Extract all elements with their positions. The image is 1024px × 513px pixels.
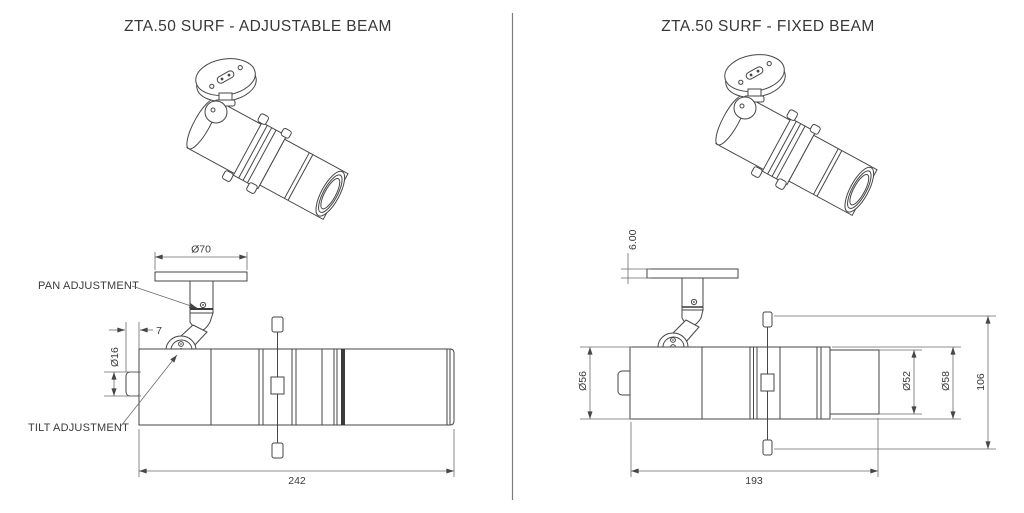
focus-knob-top (762, 311, 773, 328)
tilt-adjustment-label: TILT ADJUSTMENT (28, 422, 129, 434)
tilt-joint (165, 324, 208, 354)
dim-canopy-thickness-text: 6.00 (627, 229, 639, 250)
adjustable-beam-panel: ZTA.50 SURF - ADJUSTABLE BEAM (28, 18, 455, 487)
fixed-beam-side-view (617, 268, 880, 456)
adjustable-beam-side-view (125, 271, 455, 459)
dim-stem-offset: 7 (109, 322, 162, 372)
tilt-joint (657, 319, 700, 350)
dim-snoot-outer-diameter: Ø58 (832, 346, 961, 420)
dim-overall-height: 106 (774, 315, 996, 450)
fixed-beam-title: ZTA.50 SURF - FIXED BEAM (661, 18, 874, 35)
dim-overall-height-text: 106 (975, 373, 987, 391)
focus-knob-mid (270, 376, 285, 395)
canopy-plate (154, 271, 248, 282)
dim-snoot-inner-diameter-text: Ø52 (901, 371, 913, 391)
focus-knob-bottom (762, 439, 773, 456)
dim-side-knob-diameter: Ø16 (104, 347, 141, 397)
dim-overall-length-text: 242 (288, 475, 306, 487)
focus-knob-bottom (271, 442, 284, 459)
focus-knob-column (270, 316, 285, 459)
adjustable-beam-title: ZTA.50 SURF - ADJUSTABLE BEAM (124, 18, 392, 35)
tilt-adjustment-callout: TILT ADJUSTMENT (28, 354, 178, 434)
pan-stem (681, 277, 704, 327)
fixed-beam-isometric-view (705, 50, 886, 228)
dim-snoot-outer-diameter-text: Ø58 (940, 371, 952, 391)
dim-stem-offset-text: 7 (156, 325, 162, 337)
dim-body-diameter-text: Ø56 (577, 371, 589, 391)
pan-leader-line (131, 285, 198, 309)
black-ring (341, 349, 345, 425)
pan-stem (189, 280, 214, 332)
snoot-section (829, 349, 880, 415)
focus-knob-column (760, 311, 775, 456)
dim-overall-length: 242 (138, 429, 455, 487)
dim-body-length-text: 193 (745, 475, 763, 487)
focus-knob-mid (760, 373, 775, 392)
lamp-body (138, 348, 455, 426)
focus-knob-top (271, 316, 284, 333)
fixed-beam-panel: ZTA.50 SURF - FIXED BEAM (577, 18, 996, 487)
tilt-leader-line (120, 354, 178, 427)
canopy-plate (646, 268, 739, 279)
dim-body-diameter: Ø56 (577, 346, 632, 420)
dim-body-length: 193 (630, 418, 879, 487)
adjustable-beam-isometric-view (176, 54, 357, 232)
dim-side-knob-diameter-text: Ø16 (109, 347, 121, 367)
dim-canopy-diameter: Ø70 (154, 244, 248, 270)
dim-canopy-thickness: 6.00 (621, 229, 651, 284)
pan-adjustment-label: PAN ADJUSTMENT (38, 280, 139, 292)
dim-snoot-inner-diameter: Ø52 (879, 349, 922, 415)
dim-canopy-diameter-text: Ø70 (191, 244, 211, 256)
lamp-body (629, 346, 880, 420)
pan-adjustment-callout: PAN ADJUSTMENT (38, 280, 198, 309)
